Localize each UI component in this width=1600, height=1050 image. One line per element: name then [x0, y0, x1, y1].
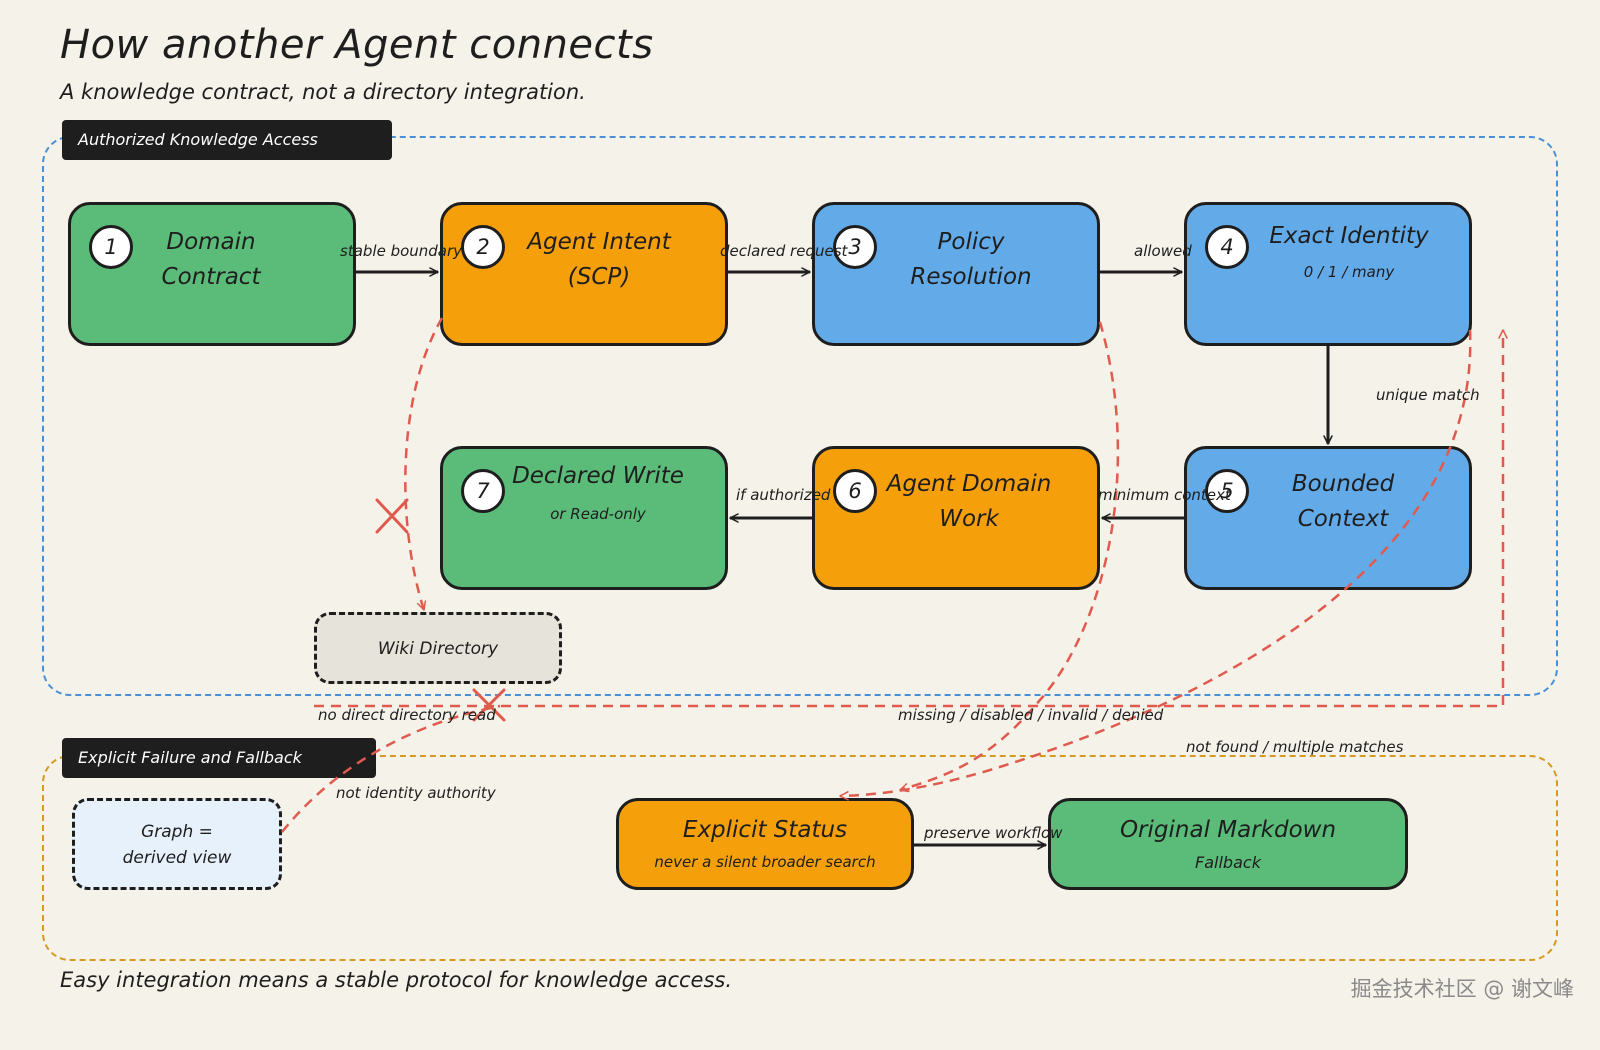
node-subtitle: 0 / 1 / many [1303, 263, 1395, 281]
node-title: Domain Contract [131, 225, 291, 295]
node-title: Graph = derived view [75, 819, 279, 871]
node-title-line: Context [1297, 506, 1389, 532]
step-badge-4: 4 [1205, 225, 1249, 269]
node-agent-domain-work[interactable]: 6 Agent Domain Work [812, 446, 1100, 590]
node-title: Declared Write [512, 463, 684, 489]
label-unique-match: unique match [1376, 386, 1480, 404]
node-declared-write[interactable]: 7 Declared Write or Read-only [440, 446, 728, 590]
node-subtitle: never a silent broader search [654, 853, 876, 871]
node-agent-intent[interactable]: 2 Agent Intent (SCP) [440, 202, 728, 346]
node-title: Agent Intent (SCP) [515, 225, 683, 295]
page-title: How another Agent connects [60, 22, 654, 68]
node-explicit-status[interactable]: Explicit Status never a silent broader s… [616, 798, 914, 890]
node-title-line: Graph = [141, 822, 213, 842]
node-title-line: Agent Domain [886, 471, 1052, 497]
node-title: Exact Identity [1269, 223, 1429, 249]
node-title-line: Policy [937, 229, 1005, 255]
label-preserve-workflow: preserve workflow [923, 824, 1063, 842]
node-title: Wiki Directory [377, 639, 499, 659]
step-badge-5: 5 [1205, 469, 1249, 513]
node-subtitle: or Read-only [550, 505, 646, 523]
node-title: Explicit Status [682, 817, 848, 843]
node-title-line: (SCP) [567, 264, 631, 290]
edge-no-direct-read [314, 329, 1508, 708]
label-no-direct-directory-read: no direct directory read [318, 706, 496, 724]
group-label-failure: Explicit Failure and Fallback [62, 738, 376, 778]
label-missing-disabled: missing / disabled / invalid / denied [898, 706, 1164, 724]
node-title: Agent Domain Work [879, 467, 1059, 537]
label-not-found-multiple: not found / multiple matches [1186, 738, 1404, 756]
edge-graph-not-authority [281, 704, 501, 833]
label-minimum-context: minimum context [1098, 486, 1232, 504]
label-if-authorized: if authorized [736, 486, 831, 504]
node-title-line: Contract [161, 264, 261, 290]
node-domain-contract[interactable]: 1 Domain Contract [68, 202, 356, 346]
step-badge-6: 6 [833, 469, 877, 513]
edge-identity-to-status [839, 329, 1472, 801]
node-subtitle: Fallback [1195, 853, 1261, 872]
node-wiki-directory[interactable]: Wiki Directory [314, 612, 562, 684]
node-title: Policy Resolution [887, 225, 1055, 295]
node-original-markdown[interactable]: Original Markdown Fallback [1048, 798, 1408, 890]
node-graph[interactable]: Graph = derived view [72, 798, 282, 890]
blocked-x-icon [472, 688, 506, 722]
group-authorized-knowledge-access [42, 136, 1558, 696]
edge-intent-to-wiki-blocked [404, 317, 444, 611]
label-allowed: allowed [1134, 242, 1192, 260]
label-stable-boundary: stable boundary [340, 242, 463, 260]
page-subtitle: A knowledge contract, not a directory in… [60, 80, 586, 104]
node-title-line: Bounded [1291, 471, 1395, 497]
node-title-line: Domain [166, 229, 256, 255]
node-title-line: Resolution [910, 264, 1032, 290]
group-label-access: Authorized Knowledge Access [62, 120, 392, 160]
node-policy-resolution[interactable]: 3 Policy Resolution [812, 202, 1100, 346]
label-declared-request: declared request [720, 242, 849, 260]
group-explicit-failure-fallback [42, 755, 1558, 961]
node-title: Bounded Context [1259, 467, 1427, 537]
node-title: Original Markdown [1119, 817, 1337, 843]
node-title-line: Agent Intent [527, 229, 671, 255]
edge-policy-to-status [899, 321, 1120, 793]
step-badge-2: 2 [461, 225, 505, 269]
node-title-line: derived view [122, 848, 232, 868]
watermark: 掘金技术社区 @ 谢文峰 [1350, 977, 1574, 1001]
node-exact-identity[interactable]: 4 Exact Identity 0 / 1 / many [1184, 202, 1472, 346]
step-badge-1: 1 [89, 225, 133, 269]
step-badge-7: 7 [461, 469, 505, 513]
footer-caption: Easy integration means a stable protocol… [60, 968, 733, 992]
label-not-identity-authority: not identity authority [336, 784, 497, 802]
blocked-x-icon [375, 498, 409, 534]
node-bounded-context[interactable]: 5 Bounded Context [1184, 446, 1472, 590]
node-title-line: Work [939, 506, 999, 532]
step-badge-3: 3 [833, 225, 877, 269]
